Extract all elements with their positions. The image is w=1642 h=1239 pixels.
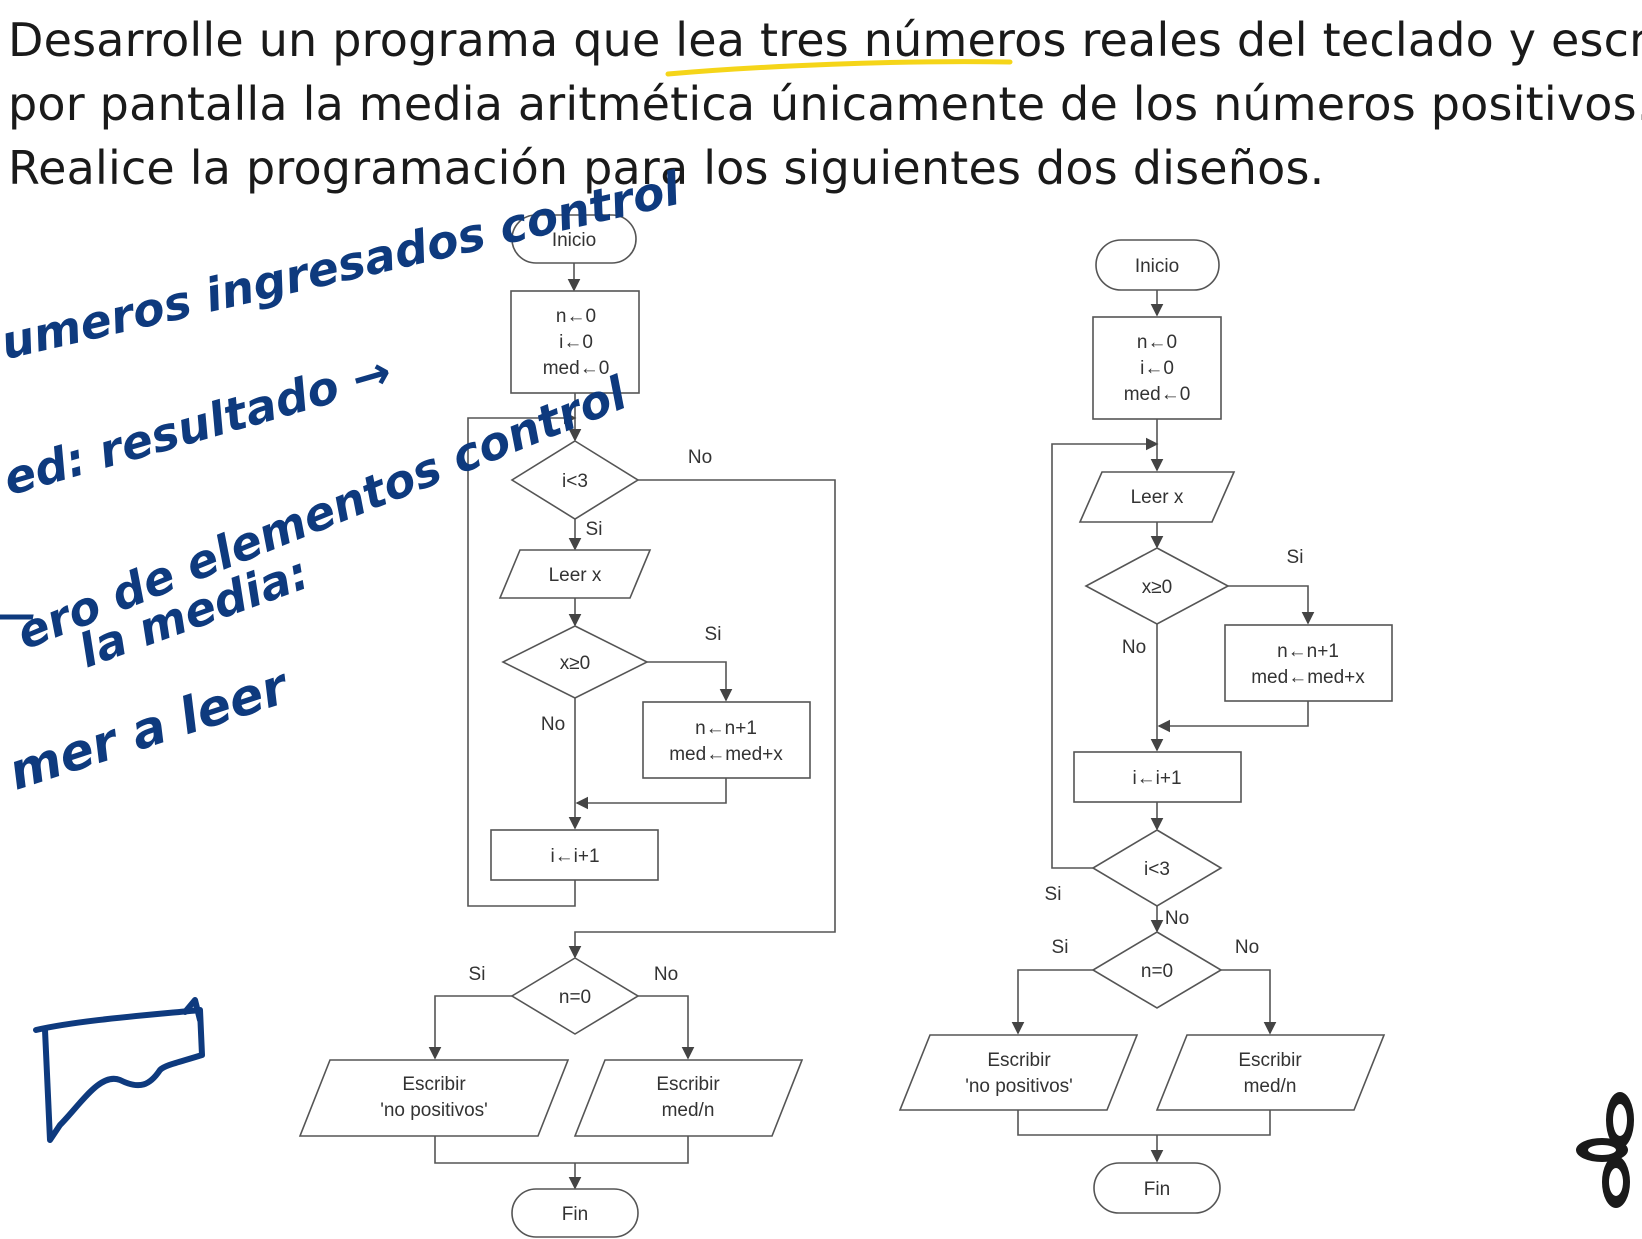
right-loop-no-label: No [1165,908,1189,929]
right-start-label: Inicio [1135,256,1179,277]
statement-line-3: Realice la programación para los siguien… [8,141,1325,195]
right-output-mean-l1: Escribir [1238,1050,1302,1071]
right-final-yes-label: Si [1052,937,1069,958]
handwritten-note-5: mer a leer [2,656,298,801]
right-output-no-positive-l2: 'no positivos' [965,1076,1073,1097]
left-init-box [510,290,640,394]
left-update-box [642,701,811,779]
left-output-no-positive-l1: Escribir [402,1074,466,1095]
left-read-label: Leer x [549,565,602,586]
right-init-box [1092,316,1222,420]
left-output-no-positive [298,1059,570,1137]
left-output-mean [573,1059,804,1137]
right-update-med: med←med+x [1251,667,1365,688]
left-final-no-label: No [654,964,678,985]
right-check-no-label: No [1122,637,1146,658]
left-check-no-label: No [541,714,565,735]
handwritten-scribble [33,1007,205,1143]
left-init-med: med←0 [543,358,610,379]
highlight-mark [665,59,1013,77]
left-init-i: i←0 [559,332,593,353]
left-loop-no-label: No [688,447,712,468]
left-output-mean-l1: Escribir [656,1074,720,1095]
right-output-no-positive [898,1034,1139,1111]
right-output-mean-l2: med/n [1244,1076,1297,1097]
right-read-label: Leer x [1131,487,1184,508]
flowchart-left: Inicio n←0 i←0 med←0 i<3 No Si Leer x x≥… [298,214,836,1238]
logo-mark [1576,1092,1634,1208]
right-update-box [1224,624,1393,702]
left-check-yes-label: Si [705,624,722,645]
right-increment-box [1073,751,1242,803]
left-update-med: med←med+x [669,744,783,765]
left-update-n: n←n+1 [695,718,757,739]
right-final-cond: n=0 [1141,961,1173,982]
left-end-terminal [511,1188,639,1238]
left-end-label: Fin [562,1204,588,1225]
handwritten-note-6: — [0,592,36,638]
left-loop-yes-label: Si [586,519,603,540]
right-output-mean [1155,1034,1386,1111]
right-init-i: i←0 [1140,358,1174,379]
statement-line-1: Desarrolle un programa que lea tres núme… [8,13,1642,67]
right-update-n: n←n+1 [1277,641,1339,662]
flowchart-right: Inicio n←0 i←0 med←0 Leer x x≥0 Si No n←… [898,239,1393,1214]
left-loop-cond: i<3 [562,471,588,492]
right-final-decision [1091,931,1223,1009]
handwritten-scribble-tail [182,997,203,1023]
left-check-cond: x≥0 [560,653,591,674]
left-output-no-positive-l2: 'no positivos' [380,1100,488,1121]
left-increment-box [490,829,659,881]
left-output-mean-l2: med/n [662,1100,715,1121]
right-loop-yes-label: Si [1045,884,1062,905]
left-final-decision [510,957,640,1035]
right-increment-label: i←i+1 [1132,768,1181,789]
right-end-terminal [1093,1162,1221,1214]
right-end-label: Fin [1144,1179,1170,1200]
left-increment-label: i←i+1 [550,846,599,867]
right-check-yes-label: Si [1287,547,1304,568]
left-read-input [498,549,652,599]
right-final-no-label: No [1235,937,1259,958]
problem-statement: Desarrolle un programa que lea tres núme… [8,8,1642,200]
left-init-n: n←0 [556,306,596,327]
right-output-no-positive-l1: Escribir [987,1050,1051,1071]
statement-line-2: por pantalla la media aritmética únicame… [8,77,1642,131]
right-read-input [1078,471,1236,523]
right-check-cond: x≥0 [1142,577,1173,598]
left-start-label: Inicio [552,230,596,251]
left-final-yes-label: Si [469,964,486,985]
right-init-n: n←0 [1137,332,1177,353]
right-init-med: med←0 [1124,384,1191,405]
right-loop-cond: i<3 [1144,859,1170,880]
left-final-cond: n=0 [559,987,591,1008]
